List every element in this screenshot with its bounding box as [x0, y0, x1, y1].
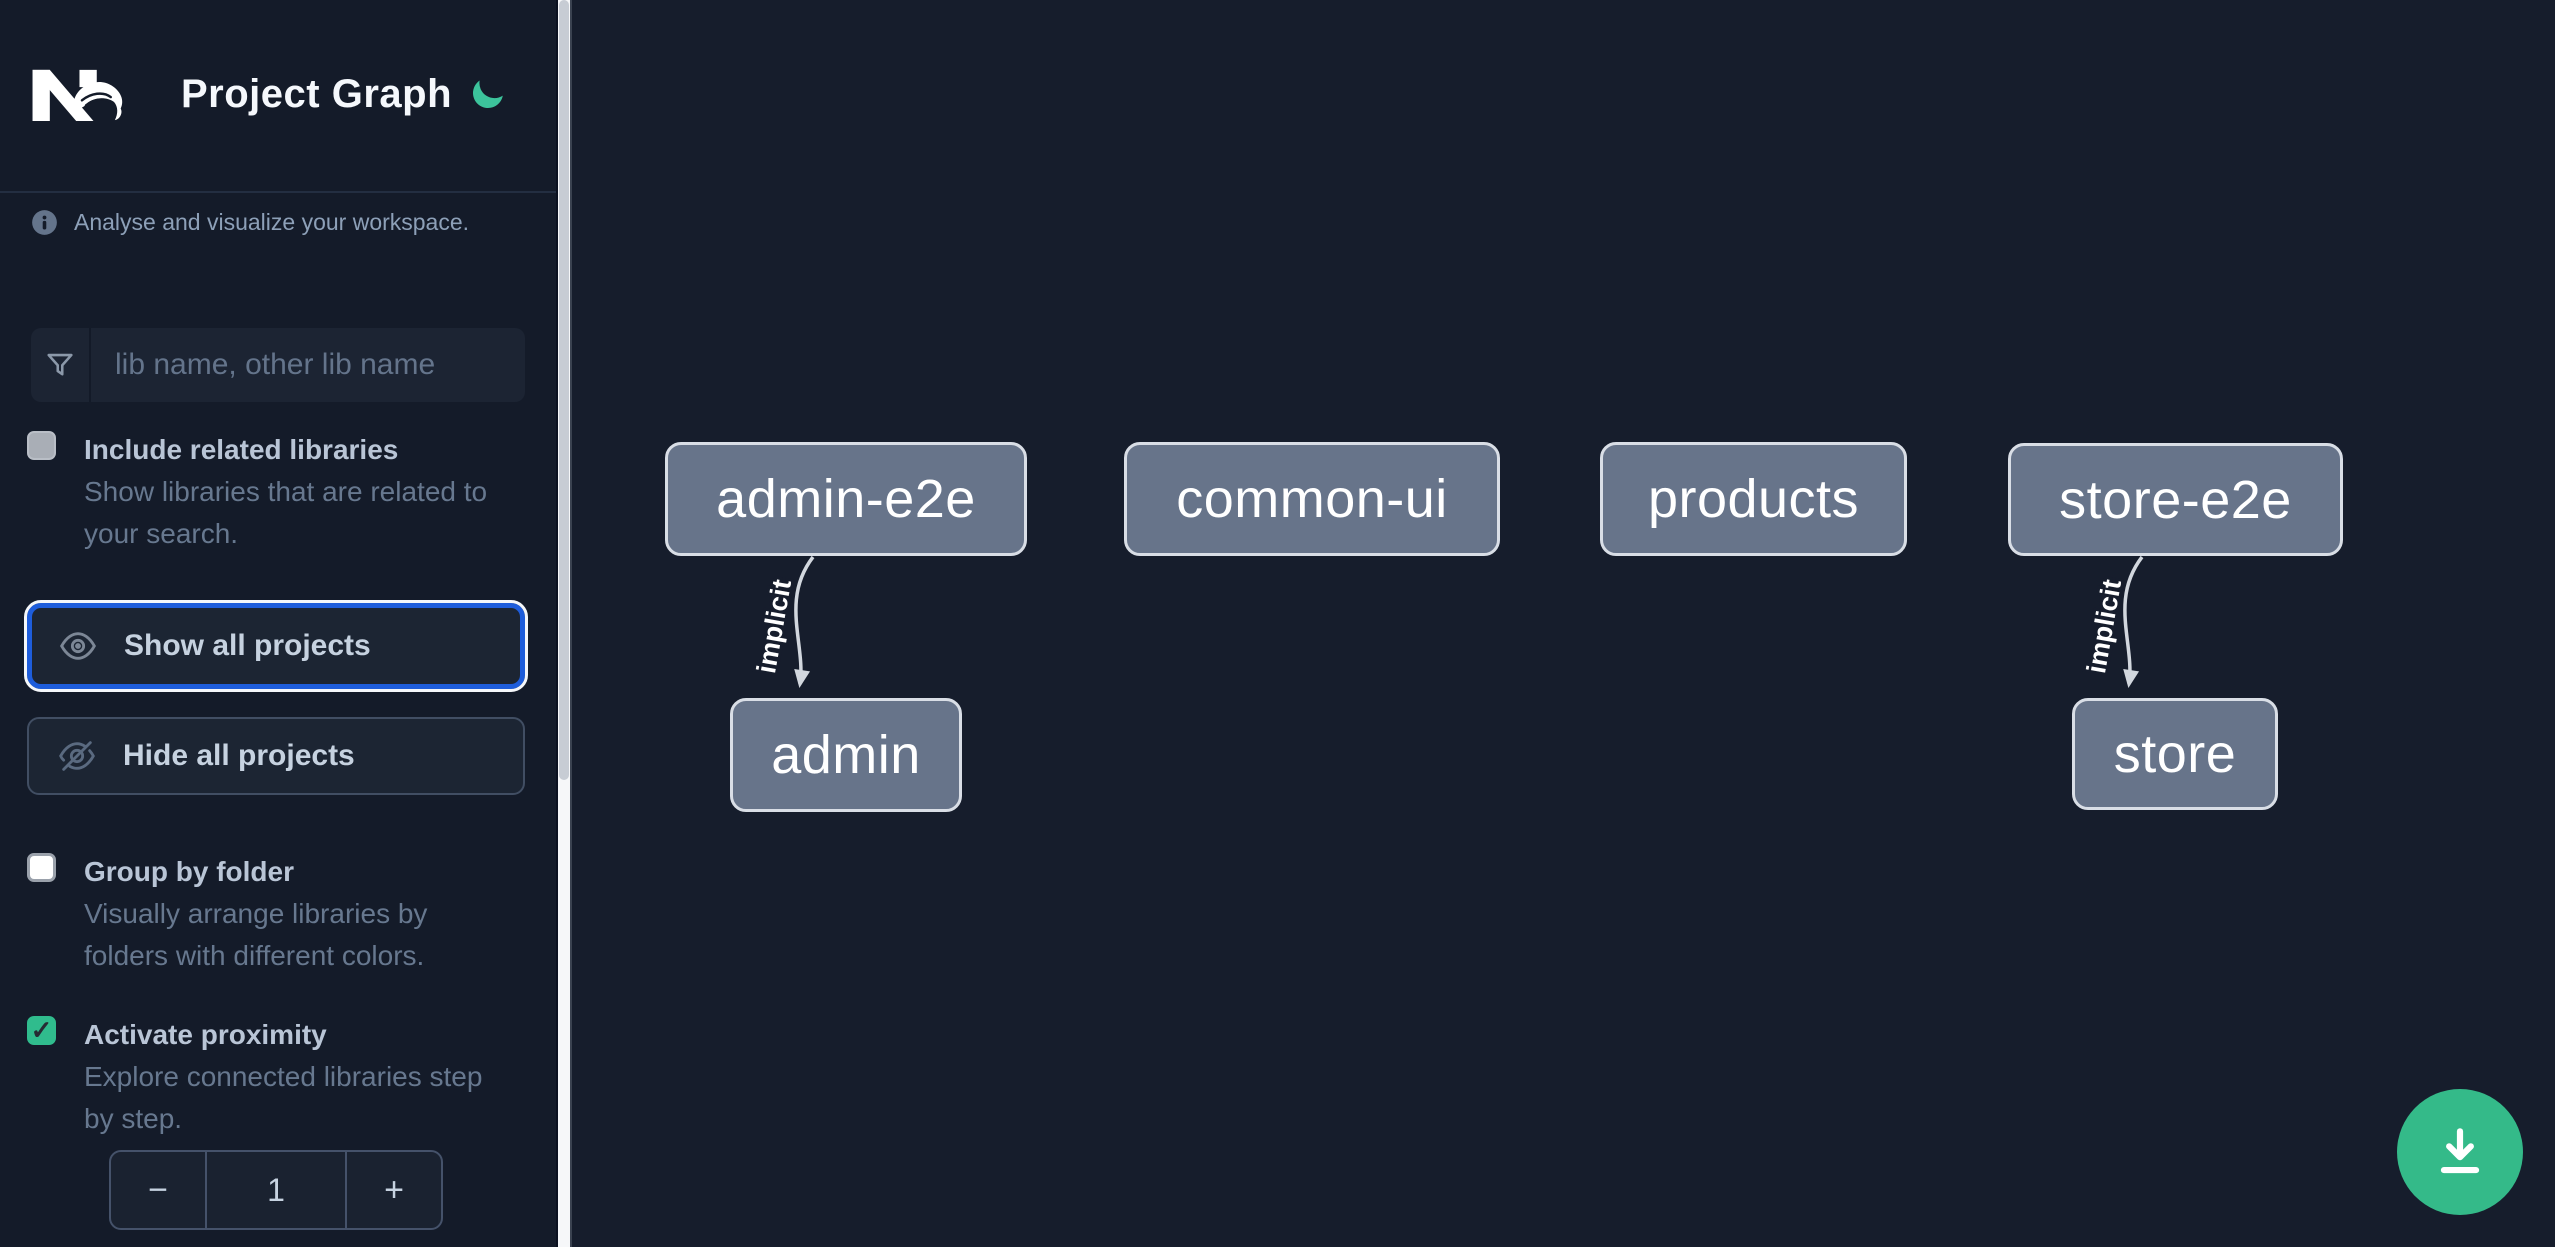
option-label: Group by folder — [84, 856, 294, 887]
show-all-projects-label: Show all projects — [124, 629, 371, 662]
eye-icon — [60, 632, 96, 660]
stepper-increment-button[interactable]: + — [345, 1152, 441, 1228]
show-all-projects-button[interactable]: Show all projects — [24, 600, 528, 692]
eye-off-icon — [59, 741, 95, 771]
option-description: Show libraries that are related to your … — [84, 476, 488, 549]
graph-node-store[interactable]: store — [2072, 698, 2278, 810]
sidebar-header: Project Graph — [0, 0, 556, 193]
graph-node-admin[interactable]: admin — [730, 698, 962, 812]
option-description: Visually arrange libraries by folders wi… — [84, 898, 428, 971]
nx-logo — [32, 69, 123, 121]
sidebar: Project Graph Analyse and visualize your… — [0, 0, 556, 1247]
option-label: Include related libraries — [84, 434, 399, 465]
hide-all-projects-button[interactable]: Hide all projects — [27, 717, 525, 795]
proximity-depth-stepper: − 1 + — [109, 1150, 443, 1230]
hide-all-projects-label: Hide all projects — [123, 739, 355, 772]
sidebar-scrollbar-thumb[interactable] — [559, 0, 569, 780]
search-box — [31, 328, 525, 402]
graph-node-admin-e2e[interactable]: admin-e2e — [665, 442, 1027, 556]
group-by-folder-checkbox[interactable] — [27, 853, 56, 882]
info-icon — [32, 210, 57, 235]
info-text: Analyse and visualize your workspace. — [74, 209, 470, 235]
moon-icon — [473, 80, 503, 108]
graph-canvas[interactable] — [572, 0, 2555, 1247]
sidebar-scrollbar-track[interactable] — [556, 0, 572, 1247]
download-icon — [2440, 1128, 2480, 1174]
graph-node-store-e2e[interactable]: store-e2e — [2008, 443, 2343, 556]
download-image-button[interactable] — [2397, 1089, 2523, 1215]
stepper-decrement-button[interactable]: − — [111, 1152, 207, 1228]
option-label: Activate proximity — [84, 1019, 327, 1050]
filter-icon-cell — [31, 328, 91, 402]
stepper-value[interactable]: 1 — [267, 1171, 285, 1208]
include-related-checkbox[interactable] — [27, 431, 56, 460]
graph-node-common-ui[interactable]: common-ui — [1124, 442, 1500, 556]
filter-icon — [47, 353, 73, 376]
graph-node-products[interactable]: products — [1600, 442, 1907, 556]
option-description: Explore connected libraries step by step… — [84, 1061, 483, 1134]
theme-toggle-button[interactable] — [462, 68, 514, 120]
search-input[interactable] — [91, 328, 525, 402]
activate-proximity-checkbox[interactable]: ✓ — [27, 1015, 56, 1045]
check-icon: ✓ — [30, 1015, 53, 1045]
page-title: Project Graph — [181, 72, 453, 116]
